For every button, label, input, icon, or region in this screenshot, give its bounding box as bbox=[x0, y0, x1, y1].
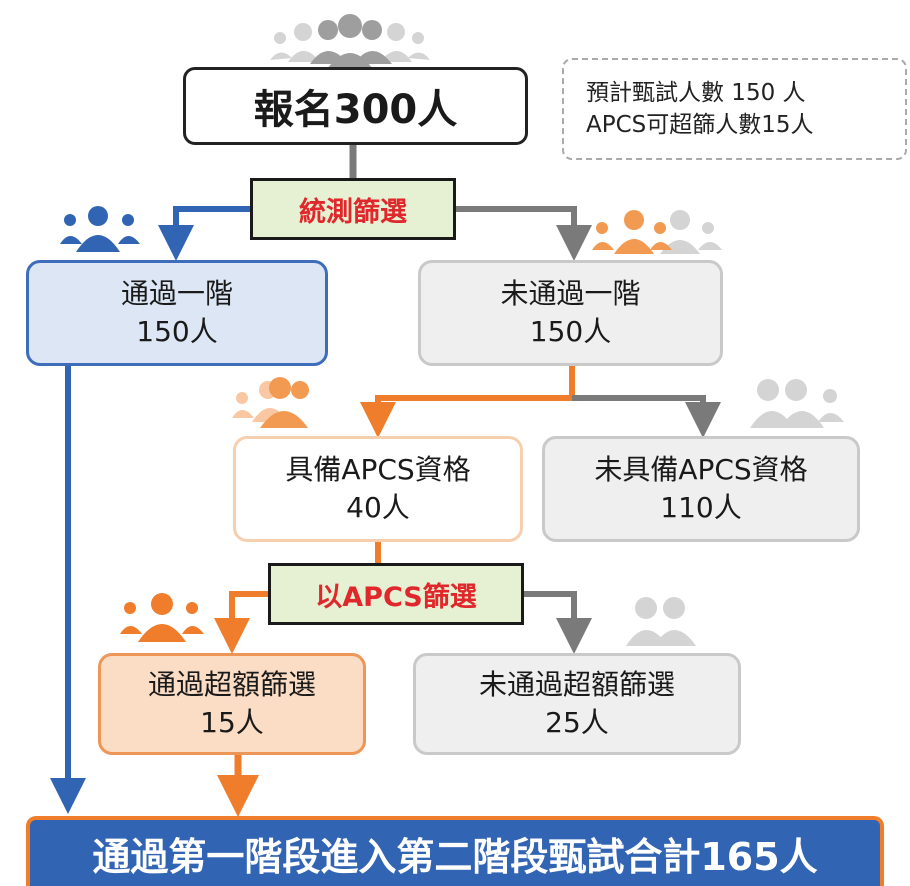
fail-extra-box: 未通過超額篩選 25人 bbox=[413, 653, 741, 755]
pass-extra-title: 通過超額篩選 bbox=[147, 668, 316, 701]
arrow-to-fail-stage1 bbox=[456, 206, 592, 261]
people-group-icon bbox=[626, 597, 696, 646]
result-label: 通過第一階段進入第二階段甄試合計165人 bbox=[92, 834, 818, 879]
pass-extra-value: 15人 bbox=[200, 706, 264, 739]
screening-step-1: 統測篩選 bbox=[250, 178, 456, 240]
people-group-icon bbox=[120, 593, 204, 642]
fail-extra-title: 未通過超額篩選 bbox=[478, 668, 675, 701]
people-group-icon bbox=[232, 377, 309, 428]
fail-stage1-box: 未通過一階 150人 bbox=[418, 260, 723, 366]
no-apcs-box: 未具備APCS資格 110人 bbox=[542, 436, 860, 542]
no-apcs-value: 110人 bbox=[660, 491, 742, 524]
arrow-to-pass-extra bbox=[214, 591, 268, 654]
note-line-2: APCS可超篩人數15人 bbox=[586, 112, 814, 138]
fail-extra-value: 25人 bbox=[545, 706, 609, 739]
people-group-icon bbox=[60, 206, 140, 252]
result-banner: 通過第一階段進入第二階段甄試合計165人 bbox=[26, 816, 884, 886]
pass-stage1-title: 通過一階 bbox=[120, 277, 233, 310]
arrow-to-pass-stage1 bbox=[158, 206, 250, 261]
arrow-to-has-apcs bbox=[360, 395, 572, 438]
has-apcs-box: 具備APCS資格 40人 bbox=[233, 436, 523, 542]
screening-step-1-label: 統測篩選 bbox=[299, 196, 407, 228]
pass-stage1-box: 通過一階 150人 bbox=[26, 260, 328, 366]
arrow-to-no-apcs bbox=[572, 395, 721, 438]
people-group-icon bbox=[270, 14, 430, 68]
fail-stage1-title: 未通過一階 bbox=[500, 277, 641, 310]
fail-stage1-value: 150人 bbox=[529, 315, 612, 348]
pass-stage1-value: 150人 bbox=[136, 315, 218, 348]
has-apcs-value: 40人 bbox=[346, 491, 410, 524]
has-apcs-title: 具備APCS資格 bbox=[285, 453, 471, 486]
total-label: 報名300人 bbox=[253, 87, 458, 133]
screening-step-2-label: 以APCS篩選 bbox=[315, 581, 477, 613]
arrow-to-fail-extra bbox=[524, 591, 592, 654]
people-group-icon bbox=[592, 210, 722, 254]
screening-step-2: 以APCS篩選 bbox=[268, 563, 524, 625]
people-group-icon bbox=[750, 379, 844, 428]
total-applicants-box: 報名300人 bbox=[183, 67, 528, 145]
note-line-1: 預計甄試人數 150 人 bbox=[586, 80, 806, 106]
note-box: 預計甄試人數 150 人 APCS可超篩人數15人 bbox=[562, 58, 907, 160]
pass-extra-box: 通過超額篩選 15人 bbox=[98, 653, 366, 755]
no-apcs-title: 未具備APCS資格 bbox=[594, 453, 808, 486]
